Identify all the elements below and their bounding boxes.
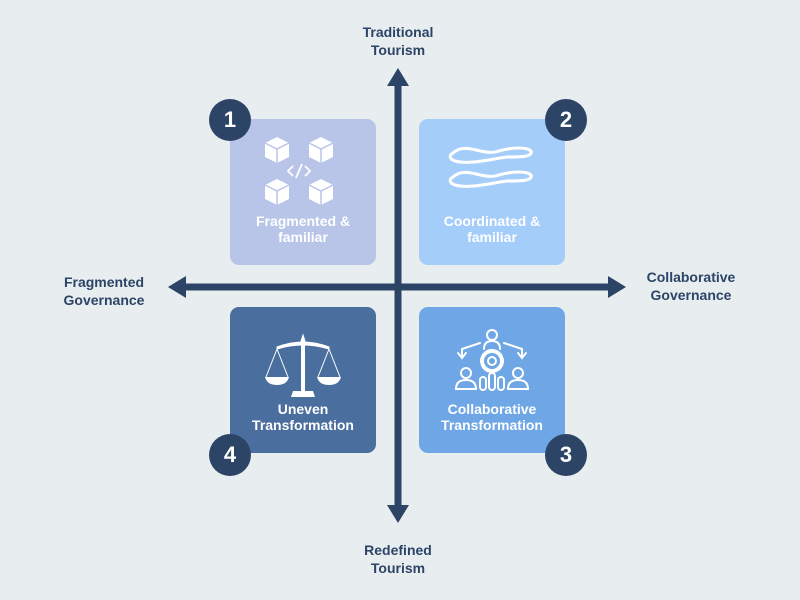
cubes-code-icon	[264, 137, 334, 205]
badge-3: 3	[545, 434, 587, 476]
axis-label-top: Traditional Tourism	[362, 24, 434, 58]
quadrant-3: Collaborative Transformation	[419, 307, 565, 453]
arrow-down-icon	[387, 505, 409, 523]
quadrant-label: Collaborative Transformation	[441, 401, 543, 433]
arrow-up-icon	[387, 68, 409, 86]
scales-icon	[265, 333, 341, 397]
quadrant-4: Uneven Transformation	[230, 307, 376, 453]
waves-icon	[448, 146, 533, 188]
team-gear-icon	[454, 329, 530, 391]
axis-label-right: Collaborative Governance	[646, 269, 736, 303]
axis-label-left: Fragmented Governance	[63, 274, 145, 308]
arrow-left-icon	[168, 276, 186, 298]
arrow-right-icon	[608, 276, 626, 298]
badge-2: 2	[545, 99, 587, 141]
badge-1: 1	[209, 99, 251, 141]
quadrant-2: Coordinated & familiar	[419, 119, 565, 265]
quadrant-label: Fragmented & familiar	[255, 213, 351, 245]
badge-4: 4	[209, 434, 251, 476]
axis-label-bottom: Redefined Tourism	[364, 542, 432, 576]
quadrant-label: Coordinated & familiar	[443, 213, 541, 245]
quadrant-1: Fragmented & familiar	[230, 119, 376, 265]
quadrant-label: Uneven Transformation	[252, 401, 354, 433]
